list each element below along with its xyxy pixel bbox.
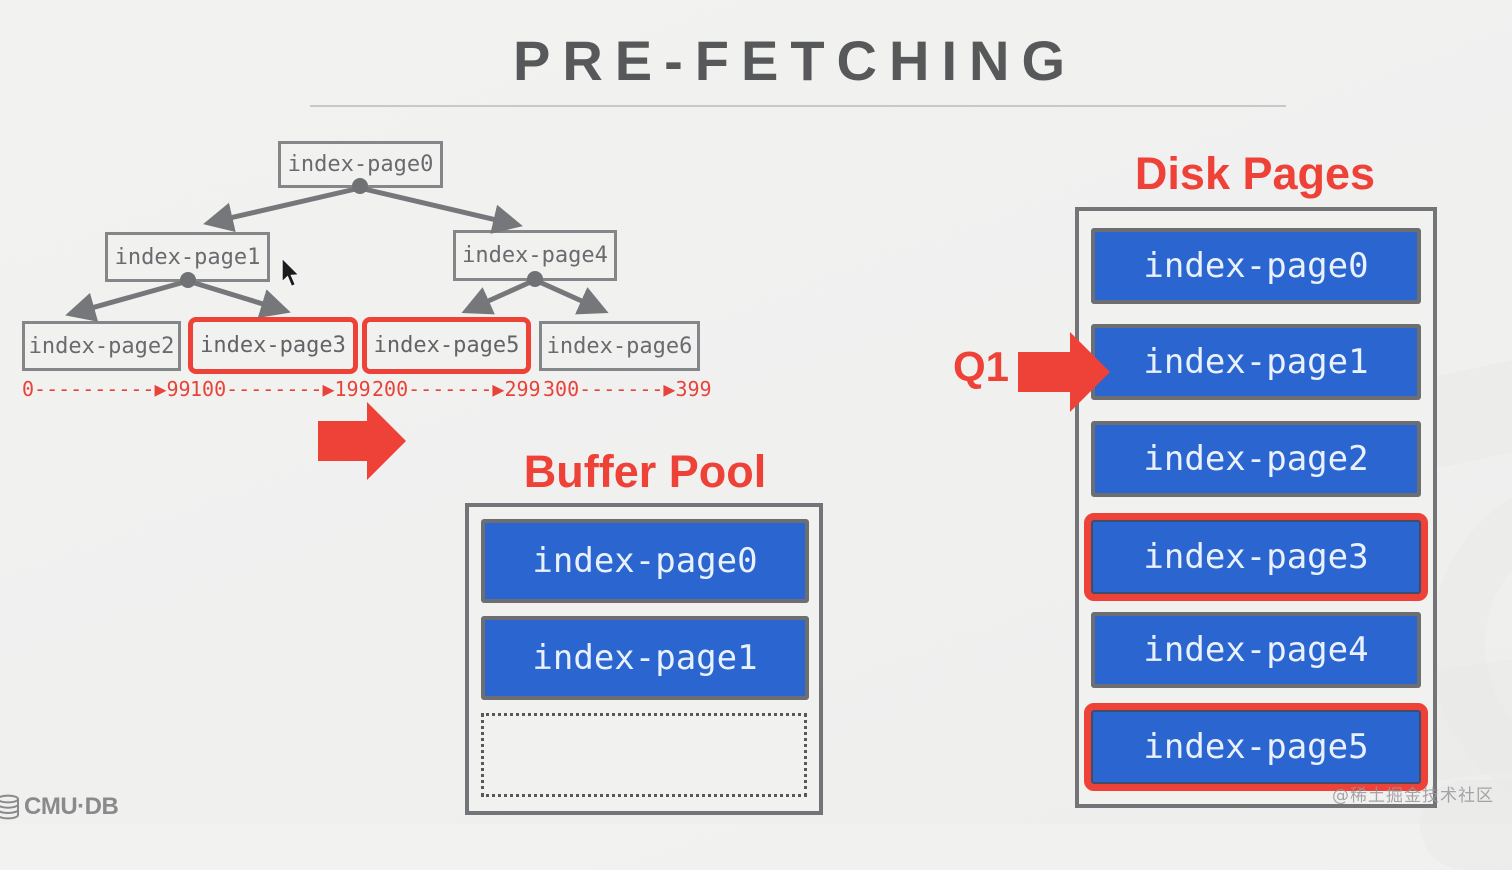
tree-leaf-1-highlighted: index-page3 xyxy=(188,317,358,374)
tree-node-label: index-page5 xyxy=(373,333,520,358)
cmu-db-logo: CMU·DB xyxy=(0,793,119,821)
cmu-db-logo-text: CMU·DB xyxy=(24,793,119,820)
page-title: PRE-FETCHING xyxy=(513,29,1077,92)
buffer-pool-page-0: index-page0 xyxy=(481,519,809,603)
buffer-pool-empty-slot xyxy=(481,713,807,797)
tree-node-label: index-page3 xyxy=(200,333,346,358)
key-range-2: 200-------▶299 xyxy=(372,377,541,401)
tree-node-label: index-page4 xyxy=(462,243,608,268)
page-label: index-page3 xyxy=(1143,537,1369,577)
page-label: index-page2 xyxy=(1143,439,1369,479)
mouse-cursor-icon xyxy=(281,258,301,288)
key-range-3: 300-------▶399 xyxy=(543,377,712,401)
page-label: index-page5 xyxy=(1143,727,1369,767)
query-arrow-icon xyxy=(1018,332,1110,412)
page-label: index-page4 xyxy=(1143,630,1369,670)
key-range-1: 100--------▶199 xyxy=(190,377,371,401)
title-underline xyxy=(310,105,1286,107)
page-label: index-page1 xyxy=(532,638,758,678)
disk-page-row-3-highlighted: index-page3 xyxy=(1084,513,1428,601)
tree-node-label: index-page2 xyxy=(28,333,175,359)
disk-page-row-1: index-page1 xyxy=(1091,324,1421,400)
buffer-pool-page-1: index-page1 xyxy=(481,616,809,700)
database-icon xyxy=(0,794,19,820)
disk-pages-title: Disk Pages xyxy=(1134,148,1376,199)
buffer-pool-title: Buffer Pool xyxy=(523,446,767,497)
disk-page-row-0: index-page0 xyxy=(1091,228,1421,304)
disk-page-row-5-highlighted: index-page5 xyxy=(1084,703,1428,791)
page-label: index-page0 xyxy=(532,541,758,581)
tree-leaf-0: index-page2 xyxy=(22,321,181,371)
tree-node-label: index-page6 xyxy=(546,333,693,359)
tree-leaf-3: index-page6 xyxy=(539,321,700,371)
page-label: index-page0 xyxy=(1143,246,1369,286)
prefetch-arrow-icon xyxy=(318,402,406,480)
tree-edges xyxy=(65,178,609,322)
tree-leaf-2-highlighted: index-page5 xyxy=(362,317,531,374)
disk-page-row-4: index-page4 xyxy=(1091,612,1421,688)
query-label: Q1 xyxy=(953,343,1010,390)
key-range-0: 0----------▶99 xyxy=(22,377,191,401)
disk-page-row-2: index-page2 xyxy=(1091,421,1421,497)
tree-node-label: index-page0 xyxy=(287,152,434,177)
tree-node-left: index-page1 xyxy=(105,232,270,282)
page-label: index-page1 xyxy=(1143,342,1369,382)
watermark-text: @稀土掘金技术社区 xyxy=(1332,786,1494,806)
tree-node-label: index-page1 xyxy=(114,244,261,270)
